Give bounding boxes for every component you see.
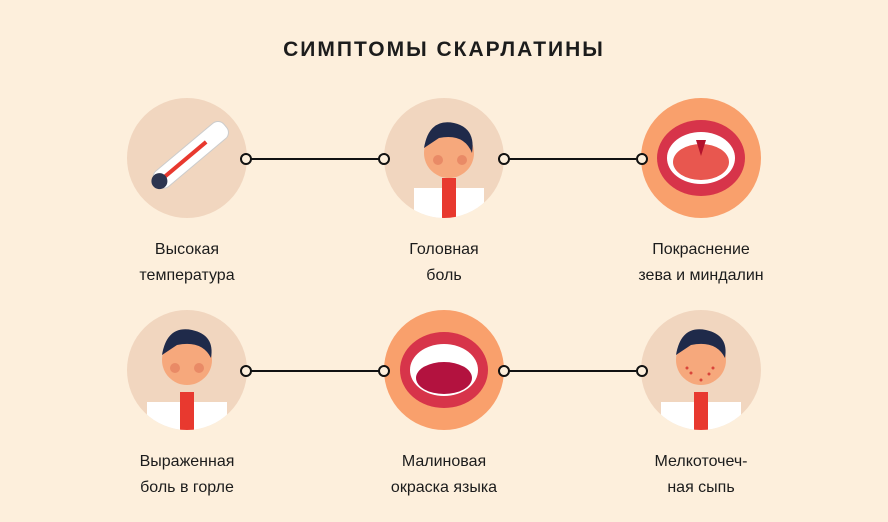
symptom-label: Покраснение зева и миндалин	[601, 237, 801, 289]
symptom-label: Мелкоточеч-ная сыпь	[601, 449, 801, 501]
label-line: Выраженная	[139, 453, 235, 470]
raspberry-tongue-icon	[384, 310, 504, 430]
connector-dot	[240, 365, 252, 377]
headache-boy-icon	[384, 98, 504, 218]
symptom-label: Малиновая окраска языка	[344, 449, 544, 501]
symptom-label: Головная боль	[344, 237, 544, 289]
connector-dot	[378, 365, 390, 377]
label-line: Покраснение	[652, 241, 750, 258]
connector-line	[508, 370, 636, 372]
connector-line	[251, 370, 379, 372]
connector-line	[251, 158, 379, 160]
label-line: Головная	[409, 241, 479, 258]
page-title: СИМПТОМЫ СКАРЛАТИНЫ	[283, 38, 605, 61]
label-line: ная сыпь	[667, 479, 735, 496]
connector-dot	[240, 153, 252, 165]
connector-dot	[498, 365, 510, 377]
connector-dot	[378, 153, 390, 165]
red-throat-icon	[641, 98, 761, 218]
label-line: боль в горле	[140, 479, 234, 496]
connector-line	[508, 158, 636, 160]
label-line: окраска языка	[390, 479, 498, 496]
thermometer-icon	[127, 98, 247, 218]
label-line: зева и миндалин	[638, 267, 764, 284]
symptom-label: Выраженная боль в горле	[87, 449, 287, 501]
label-line: температура	[139, 267, 235, 284]
rash-boy-icon	[641, 310, 761, 430]
label-line: Малиновая	[401, 453, 487, 470]
label-line: Мелкоточеч-	[654, 453, 748, 470]
connector-dot	[498, 153, 510, 165]
sore-throat-boy-icon	[127, 310, 247, 430]
connector-dot	[636, 153, 648, 165]
label-line: Высокая	[154, 241, 220, 258]
symptom-label: Высокая температура	[87, 237, 287, 289]
label-line: боль	[426, 267, 462, 284]
connector-dot	[636, 365, 648, 377]
